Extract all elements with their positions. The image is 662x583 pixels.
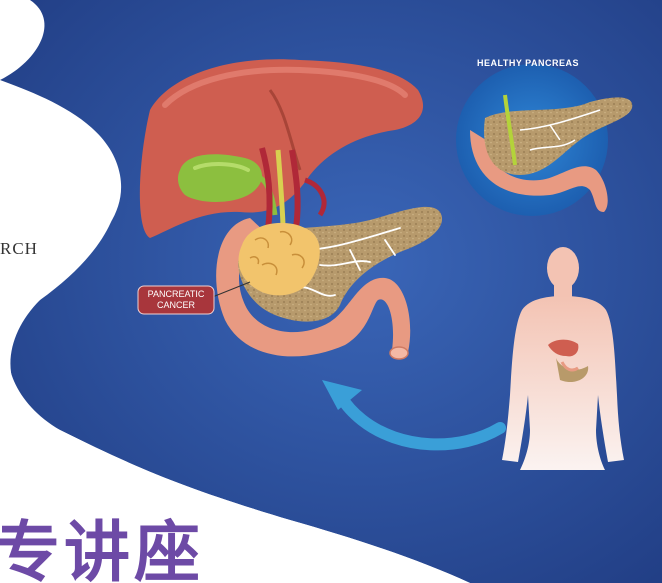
lecture-title-fragment: 专讲座 — [0, 520, 204, 583]
healthy-pancreas-label: HEALTHY PANCREAS — [477, 58, 579, 68]
cancer-label-line1: PANCREATIC — [148, 289, 205, 299]
side-text-fragment: RCH — [0, 239, 38, 259]
cancer-label-line2: CANCER — [157, 300, 196, 310]
